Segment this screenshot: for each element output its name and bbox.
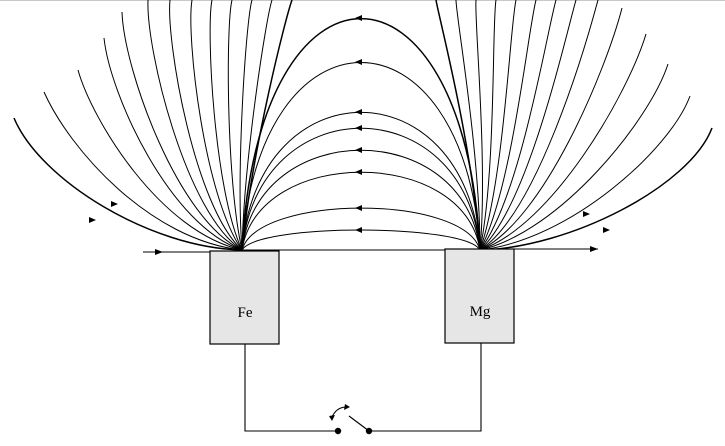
fe-outer-field-line-3 [77,69,243,251]
fe-outer-field-line-7 [169,0,243,251]
fe-outer-arrow-1 [89,217,96,223]
inner-field-arrow-2 [355,59,362,65]
mg-outer-field-line-12 [475,0,483,251]
fe-outer-field-line-13 [241,0,293,251]
fe-outer-field-line-5 [121,11,243,251]
fe-outer-arrow-2 [111,201,118,207]
mg-electrode [444,248,515,344]
inner-field-arrow-1 [355,15,362,21]
fe-outer-field-line-8 [190,0,243,251]
inner-field-line-6 [241,171,481,251]
baseline-right-arrow [590,246,598,252]
fe-outer-field-line-9 [209,0,243,251]
fe-outer-field-line-4 [103,37,243,251]
inner-field-line-8 [241,229,481,251]
inner-field-arrow-7 [355,205,362,211]
mg-outer-field-line-3 [479,63,669,251]
mg-outer-field-line-14 [435,0,481,251]
mg-outer-field-line-5 [479,7,623,251]
field-arrows [89,15,610,233]
mg-outer-field-line-10 [479,0,517,251]
inner-field-line-2 [241,62,481,251]
inner-field-arrow-6 [355,169,362,175]
circuit-wire-left [244,344,337,432]
fe-outer-field-line-6 [147,0,243,251]
mg-outer-field-line-13 [455,0,481,251]
mg-outer-field-line-9 [479,0,537,251]
mg-electrode-label: Mg [470,304,491,320]
fe-outer-field-line-10 [227,0,243,251]
mg-outer-field-line-1 [479,127,713,251]
inner-field-arrow-8 [355,227,362,233]
mg-outer-field-line-11 [479,0,497,251]
open-switch-icon [329,404,373,435]
fe-electrode-label: Fe [238,305,253,321]
mg-outer-field-line-8 [479,0,557,251]
inner-field-arrow-5 [355,147,362,153]
fe-outer-field-line-12 [241,0,273,251]
inner-field-arrow-4 [355,125,362,131]
fe-outer-field-line-1 [13,117,243,251]
mg-outer-arrow-1 [603,227,610,233]
mg-outer-field-line-7 [479,0,577,251]
mg-outer-field-line-6 [479,0,599,251]
circuit-wire-right [370,343,482,432]
inner-field-arrow-3 [355,109,362,115]
fe-outer-field-line-2 [43,91,243,251]
field-lines [13,0,713,251]
fe-electrode [209,250,280,345]
mg-outer-field-line-2 [479,95,691,251]
mg-outer-field-line-4 [479,33,647,251]
fe-outer-field-line-11 [239,0,253,251]
baseline-left-arrow [155,249,163,255]
mg-outer-arrow-2 [583,211,590,217]
